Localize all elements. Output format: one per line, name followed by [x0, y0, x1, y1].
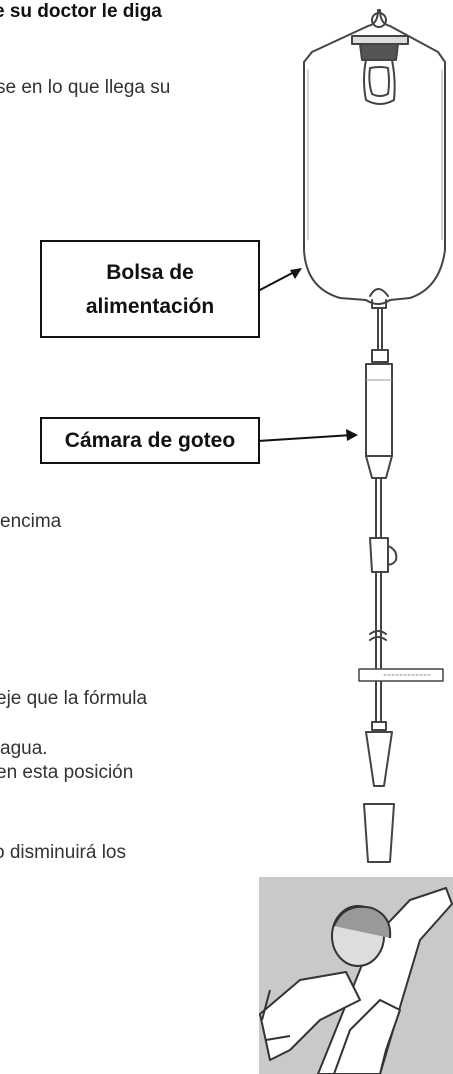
roller-clamp-icon: [369, 537, 398, 573]
body-line-6: o disminuirá los: [0, 842, 126, 863]
feeding-bag-label-line1: Bolsa de: [106, 261, 194, 284]
body-line-4: agua.: [0, 738, 48, 759]
tube-connector-icon: [363, 721, 395, 863]
heading-text-cropped: e su doctor le diga: [0, 1, 162, 22]
drip-chamber-label: Cámara de goteo: [40, 417, 260, 464]
feeding-bag-icon: [303, 9, 446, 309]
body-line-2: encima: [0, 511, 62, 532]
feeding-bag-label: Bolsa de alimentación: [40, 240, 260, 338]
body-line-5: en esta posición: [0, 762, 134, 783]
body-line-3: eje que la fórmula: [0, 688, 148, 709]
drip-chamber-icon: [365, 349, 393, 479]
spacer: [215, 239, 260, 240]
body-line-1: se en lo que llega su: [0, 77, 171, 98]
feeding-bag-label-line2: alimentación: [85, 295, 215, 318]
reclined-patient-icon: [259, 877, 453, 1074]
